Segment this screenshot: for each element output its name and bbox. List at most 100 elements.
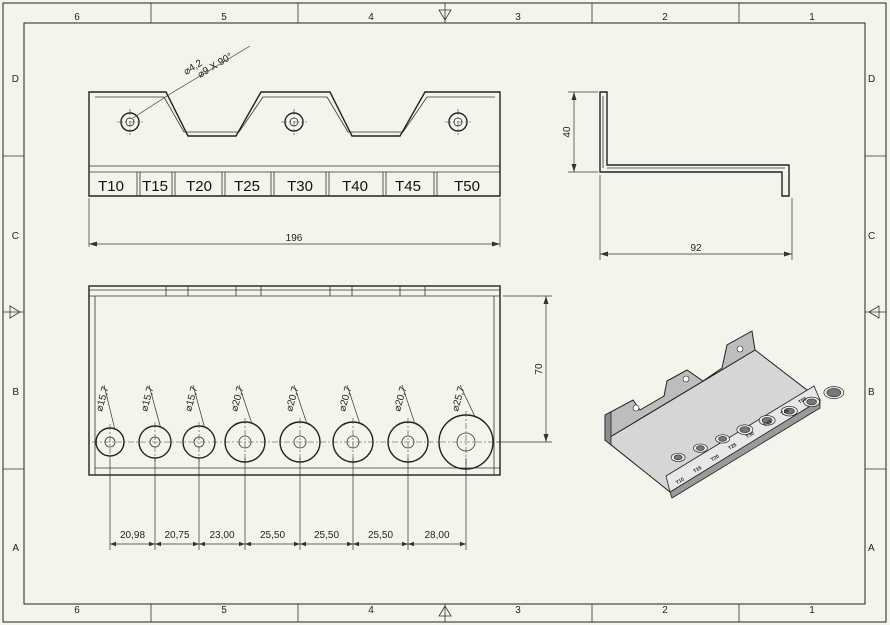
zone-row-label: B [12,387,19,398]
iso-slot: T40 [762,405,798,429]
top-outline [88,285,501,476]
slot-label: T30 [287,178,313,195]
spacing-label: 20,75 [164,530,189,541]
zone-col-label: 4 [368,605,374,616]
iso-slot: T45 [780,396,820,417]
bit-hole: ⌀15,7 [182,385,216,462]
hole-callout: ⌀4,2 ⌀9 X 90° [132,45,251,119]
zone-col-label: 5 [221,605,227,616]
mounting-hole [281,109,307,135]
zone-col-label: 6 [74,12,80,23]
slot-label: T45 [395,178,421,195]
slot-label: T20 [186,178,212,195]
hole-diameter-label: ⌀15,7 [183,385,200,413]
iso-slots: T10 T15 T20 T25 T30 T40 T45 T50 [670,386,845,486]
top-depth-dim-text: 70 [534,363,545,375]
zone-col-label: 5 [221,12,227,23]
inner-border [23,22,866,605]
iso-mount-hole [632,404,640,412]
bit-hole: ⌀15,7 [138,385,172,462]
iso-slot: T15 [692,443,708,475]
iso-slot-label: T20 [710,453,721,463]
iso-slot: T30 [745,415,776,440]
side-width-dim-text: 92 [690,243,702,254]
side-profile [599,91,790,197]
iso-mount-hole [736,345,744,353]
bit-hole: ⌀20,7 [279,384,321,466]
slot-label: T25 [234,178,260,195]
zone-row-label: A [12,543,19,554]
iso-slot: T25 [727,424,754,452]
iso-slot-label: T40 [762,419,773,429]
hole-diameter-label: ⌀25,7 [450,385,467,413]
iso-slot-label: T45 [780,407,791,417]
slot-label: T40 [342,178,368,195]
mounting-hole [117,109,143,135]
bit-holes: ⌀15,7 ⌀15,7 ⌀15,7 ⌀20,7 ⌀20,7 ⌀20,7 ⌀20,7 ⌀25,7 [94,384,494,473]
iso-slot-label: T25 [727,442,738,452]
iso-slot-label: T10 [675,476,686,486]
zone-row-label: C [12,231,19,242]
zone-ticks [3,3,886,622]
iso-back-wall-edge [604,411,612,446]
zone-col-label: 1 [809,12,815,23]
iso-slot: T20 [710,434,730,463]
slot-label: T50 [454,178,480,195]
side-width-dimension: 92 [599,175,793,260]
spacing-label: 25,50 [368,530,393,541]
hole-diameter-label: ⌀20,7 [229,385,246,413]
iso-slot-label: T15 [692,465,703,475]
zone-col-label: 3 [515,12,521,23]
front-view: T10 T15 T20 T25 T30 T40 T45 T50 ⌀4,2 ⌀9 X 90° 1… [88,45,501,247]
front-profile-inner [95,96,495,133]
bit-hole: ⌀20,7 [224,384,266,466]
iso-slot-label: T50 [797,396,808,406]
side-view: 40 92 [562,91,793,260]
slot-label: T10 [98,178,124,195]
front-width-dimension: 196 [88,198,501,247]
isometric-view: T10 T15 T20 T25 T30 T40 T45 T50 [604,330,845,499]
iso-mount-hole [682,375,690,383]
front-slot-labels: T10 T15 T20 T25 T30 T40 T45 T50 [98,178,480,195]
hole-diameter-label: ⌀15,7 [139,385,156,413]
spacing-label: 28,00 [424,530,449,541]
zone-col-label: 1 [809,605,815,616]
zone-col-label: 2 [662,605,668,616]
bit-hole: ⌀20,7 [387,384,429,466]
iso-slot: T50 [797,386,845,406]
zone-row-label: D [868,74,875,85]
top-depth-dimension: 70 [497,295,552,443]
front-width-dim-text: 196 [286,233,303,244]
mounting-hole [445,109,471,135]
spacing-label: 20,98 [120,530,145,541]
bit-hole: ⌀20,7 [332,384,374,466]
zone-col-label: 4 [368,12,374,23]
spacing-label: 23,00 [209,530,234,541]
iso-slot: T10 [670,452,686,486]
spacing-dimensions: 20,98 20,75 23,00 25,50 25,50 25,50 28,00 [109,458,467,550]
spacing-label: 25,50 [314,530,339,541]
bit-hole: ⌀15,7 [94,385,125,460]
top-view: ⌀15,7 ⌀15,7 ⌀15,7 ⌀20,7 ⌀20,7 ⌀20,7 ⌀20,7 ⌀25,7… [88,285,552,550]
zone-row-label: D [12,74,19,85]
zone-labels: 6 5 4 3 2 1 6 5 4 3 2 1 D C B A D C B A [12,12,875,616]
hole-diameter-label: ⌀20,7 [392,385,409,413]
iso-slot-label: T30 [745,430,756,440]
zone-row-label: A [868,543,875,554]
hole-diameter-label: ⌀20,7 [337,385,354,413]
zone-row-label: B [868,387,875,398]
side-height-dim-text: 40 [562,126,573,138]
zone-row-label: C [868,231,875,242]
hole-diameter-label: ⌀20,7 [284,385,301,413]
hole-diameter-label: ⌀15,7 [94,385,111,413]
slot-label: T15 [142,178,168,195]
zone-col-label: 2 [662,12,668,23]
zone-col-label: 6 [74,605,80,616]
spacing-label: 25,50 [260,530,285,541]
top-notch-marks [165,286,426,296]
front-profile [88,91,501,197]
centering-marks [3,3,886,622]
zone-col-label: 3 [515,605,521,616]
